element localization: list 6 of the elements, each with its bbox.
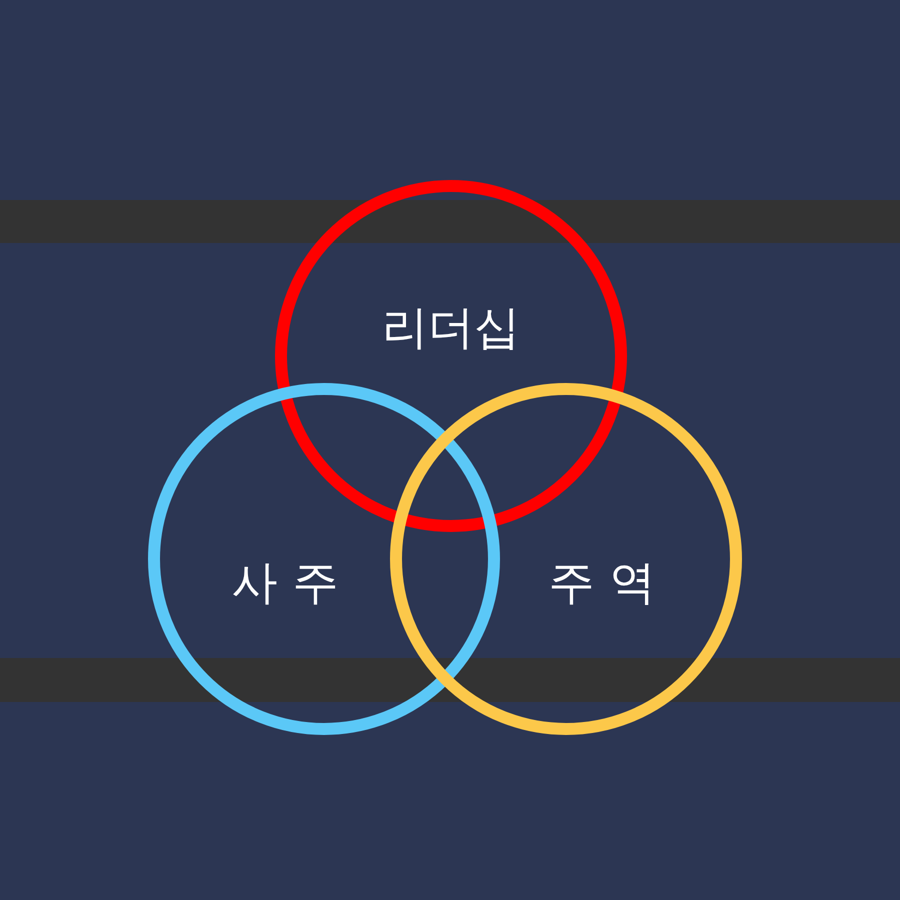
horizontal-band	[0, 658, 900, 702]
venn-circle	[275, 180, 627, 532]
circle-label: 사 주	[232, 559, 338, 605]
circle-label: 리더십	[382, 304, 520, 350]
horizontal-band	[0, 200, 900, 243]
circle-label: 주 역	[548, 559, 656, 605]
